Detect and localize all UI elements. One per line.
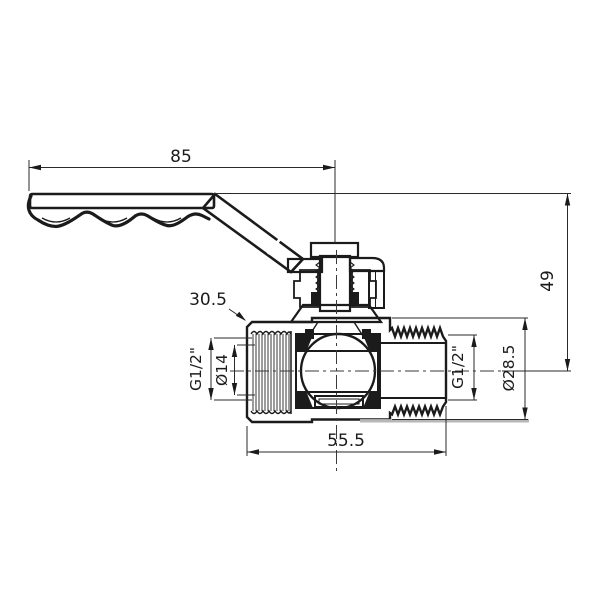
ball-port-slot-inner [318,398,360,405]
stem-thread-left [315,261,321,299]
valve-body [245,316,448,424]
dim-outlet-thread-label: G1/2" [449,345,467,389]
grip-echo-1 [41,217,71,223]
seat-bottom-left [296,391,313,408]
grip-echo-3 [152,217,182,223]
dimension-inlet-thread: G1/2" [187,337,252,401]
handle-bend-break [266,238,282,255]
stem [318,254,352,313]
dimension-hex-flats: 30.5 [189,290,246,321]
dimension-bore: Ø14 [213,344,255,396]
female-thread-crest-top [250,330,292,336]
body-outline [245,316,448,424]
dim-handle-length-label: 85 [170,147,192,167]
handle-lip-channel [368,270,385,309]
seat-top-right [363,335,380,352]
seat-bottom-right [363,391,380,408]
female-thread-crest-bottom [250,409,292,415]
handle-plate-right [348,256,386,273]
dimension-outlet-thread: G1/2" [448,334,477,401]
tang-edge-left [308,321,319,337]
dim-body-length-label: 55.5 [327,431,365,451]
dimension-handle-length: 85 [28,147,336,243]
ball-port-slot [314,395,364,408]
handle-plate-left [286,257,324,274]
outlet-bore [377,342,447,399]
female-thread-lines [252,334,290,411]
valve-handle [26,192,386,309]
grip-echo-2 [98,217,128,223]
stem-nut [309,241,360,259]
handle-grip-scallops [26,194,211,229]
tang-edge-right [353,321,364,337]
handle-bar [28,192,216,210]
packing-left [311,292,319,306]
dimension-body-od: Ø28.5 [392,317,528,420]
dim-overall-height-label: 49 [538,270,558,292]
dimension-body-length: 55.5 [246,406,447,456]
seat-top-left [296,335,313,352]
dim-hex-flats-label: 30.5 [189,290,227,310]
dim-bore-label: Ø14 [213,354,231,386]
stem-tang-right [362,329,371,339]
dim-body-od-label: Ø28.5 [500,345,518,392]
packing-right [351,292,359,306]
gland-left [293,269,319,308]
dimension-overall-height: 49 [214,193,571,372]
dim-inlet-thread-label: G1/2" [187,347,205,391]
stem-boss [288,303,384,324]
